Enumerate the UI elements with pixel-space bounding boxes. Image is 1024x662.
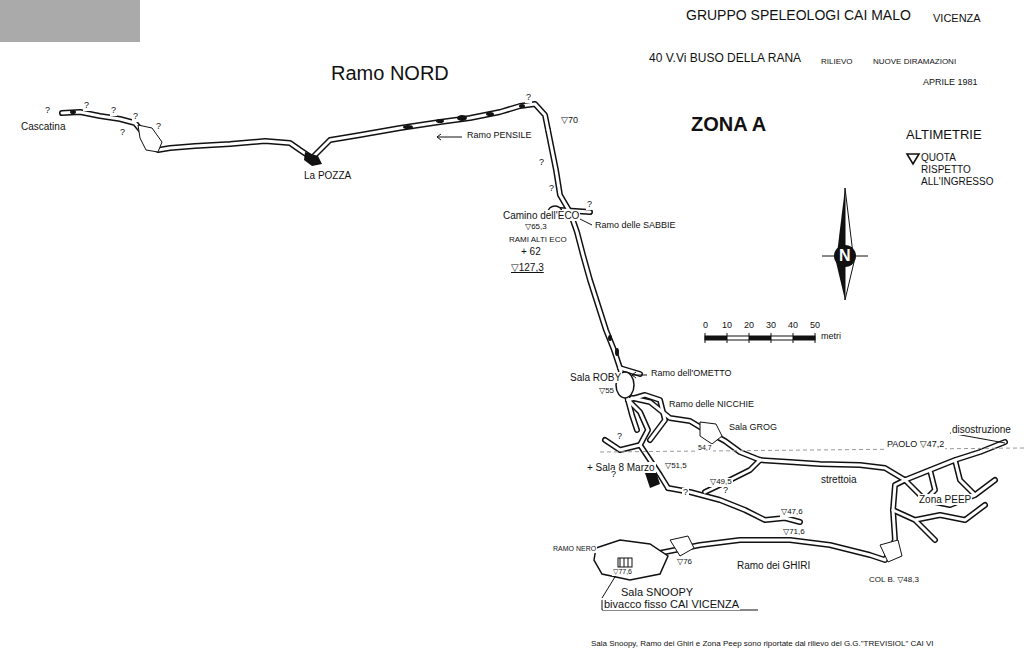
map-label: ? [525,93,532,103]
map-label: ? [722,486,729,496]
map-label: + Sala 8 Marzo [586,462,656,473]
map-label: ? [616,432,623,442]
map-label: strettoia [820,474,858,485]
map-label: ▽49,5 [709,478,733,487]
map-label: ▽71,6 [782,528,806,537]
map-label: ▽65,3 [524,223,548,232]
map-label: ZONA A [690,113,767,135]
map-label: RAMO NERO [552,545,597,553]
map-label: ? [610,470,617,480]
map-label: ? [119,128,126,138]
map-label: ▽51,5 [664,462,688,471]
map-label: + 62 [520,246,542,257]
map-label: COL B. ▽48,3 [868,576,920,585]
map-label: ? [110,106,117,116]
map-label: ? [682,488,689,498]
map-label: ? [155,122,162,132]
map-label: 0 [702,321,709,331]
map-label: La POZZA [303,170,352,181]
map-label: ? [44,106,51,116]
map-label: 54,7 [697,444,713,452]
map-label: ▽127,3 [510,262,545,273]
legend-swatch [905,152,921,166]
map-label: Ramo PENSILE [466,131,533,141]
map-label: Cascatina [20,121,66,132]
map-label: ? [538,158,545,168]
map-label: APRILE 1981 [922,78,979,88]
map-label: ALTIMETRIE [905,128,983,142]
legend-text: QUOTA RISPETTO ALL'INGRESSO [921,152,1005,188]
map-label: RAMI ALTI ECO [508,236,568,245]
map-label: ▽76 [676,558,693,567]
map-label: Camino dell'ECO [502,210,580,221]
map-label: disostruzione [951,424,1012,435]
map-label: N [838,247,852,265]
map-label: NUOVE DIRAMAZIONI [872,58,957,67]
map-label: PAOLO ▽47,2 [886,440,945,450]
map-label: Ramo dell'OMETTO [650,369,733,379]
map-label: Ramo dei GHIRI [736,560,811,571]
map-label: 40 [787,321,799,331]
map-label: Ramo delle NICCHIE [668,400,755,410]
map-label: ▽70 [560,116,579,126]
map-label: Ramo NORD [330,62,450,84]
map-label: VICENZA [932,12,982,24]
map-label: Sala ROBY [569,372,622,383]
map-label: bivacco fisso CAI VICENZA [603,598,740,610]
map-label: ▽55 [598,387,615,396]
map-label: 30 [765,321,777,331]
legend-entry: QUOTA RISPETTO ALL'INGRESSO [905,152,1005,188]
map-label: Sala SNOOPY [620,586,694,598]
map-label: metri [820,332,842,342]
map-label: 50 [809,321,821,331]
map-label: ▽47,6 [780,508,804,517]
map-label: Sala GROG [728,423,778,433]
map-label: ▽77,6 [612,568,633,576]
map-label: 40 V.Vi BUSO DELLA RANA [648,52,802,65]
map-label: Zona PEEP [918,494,972,505]
map-label: Ramo delle SABBIE [594,221,677,231]
map-title: GRUPPO SPELEOLOGI CAI MALO [685,8,912,23]
map-caption: Sala Snoopy, Ramo dei Ghiri e Zona Peep … [590,640,935,649]
map-label: ? [548,184,555,194]
map-label: RILIEVO [820,58,854,67]
map-label: 20 [743,321,755,331]
map-label: ? [83,101,90,111]
map-label: 10 [721,321,733,331]
map-label: ? [132,112,139,122]
map-label: ? [586,200,593,210]
